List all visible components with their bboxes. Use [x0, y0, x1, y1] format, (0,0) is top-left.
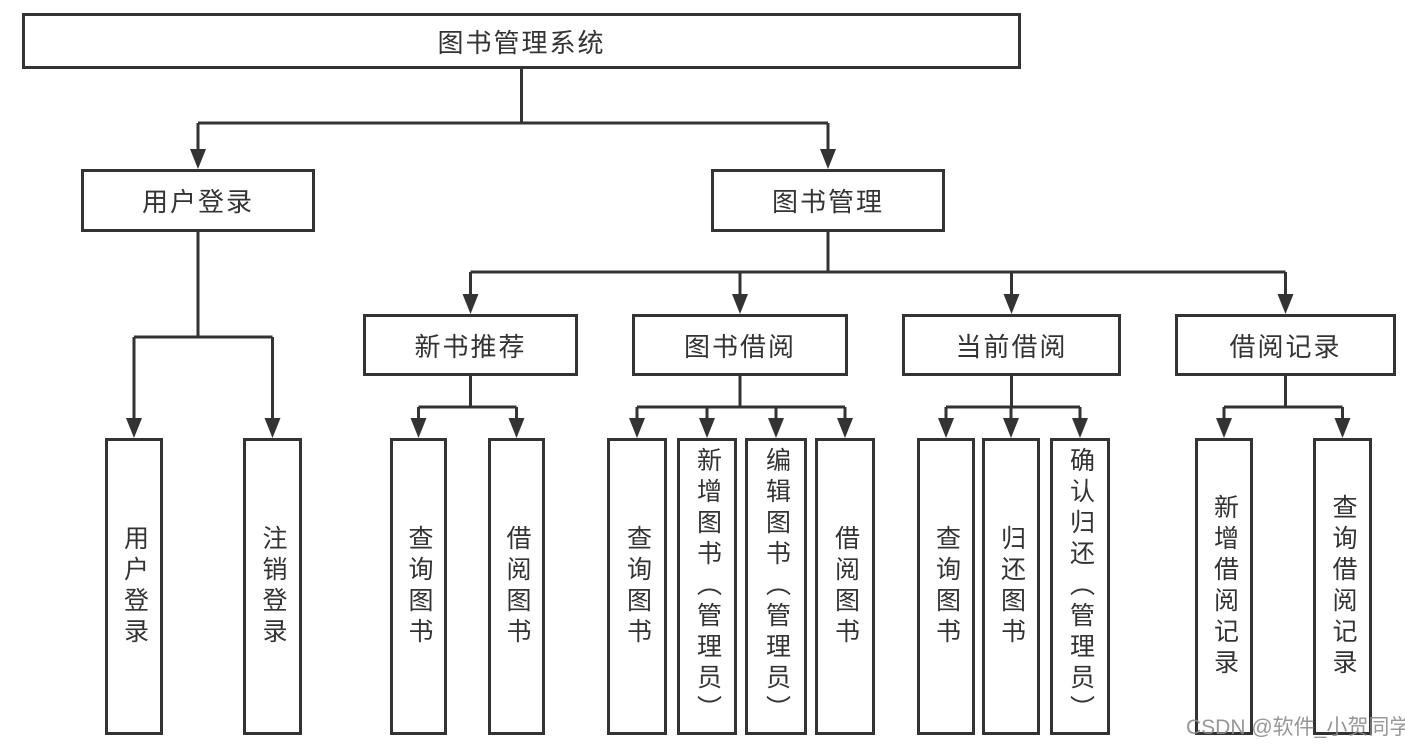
arrowhead-icon: [1072, 418, 1088, 438]
node-ul-logout: 注销登录: [243, 438, 302, 735]
node-label: 编辑图书（管理员）: [762, 447, 791, 726]
node-label: 借阅图书: [503, 524, 531, 649]
node-label: 借阅记录: [1229, 331, 1342, 362]
node-br-add: 新增借阅记录: [1195, 438, 1253, 735]
arrowhead-icon: [820, 149, 836, 169]
node-label: 查询图书: [623, 524, 652, 649]
arrowhead-icon: [1003, 418, 1019, 438]
node-label: 确认归还（管理员）: [1066, 447, 1095, 726]
arrowheads: [126, 149, 1351, 438]
node-nbr-query: 查询图书: [390, 438, 447, 735]
arrowhead-icon: [938, 418, 954, 438]
node-label: 归还图书: [997, 524, 1026, 649]
node-label: 借阅图书: [831, 524, 860, 649]
node-book-borrow: 图书借阅: [632, 314, 848, 376]
arrowhead-icon: [1277, 294, 1294, 314]
node-label: 图书管理系统: [437, 27, 606, 58]
arrowhead-icon: [837, 418, 853, 438]
node-label: 图书管理: [771, 187, 884, 217]
node-cb-return: 归还图书: [982, 438, 1040, 735]
watermark-text: CSDN @软件_小贺同学: [1186, 716, 1405, 739]
node-bb-query: 查询图书: [607, 438, 667, 735]
node-bb-add: 新增图书（管理员）: [677, 438, 737, 735]
node-br-query: 查询借阅记录: [1313, 438, 1372, 735]
arrowhead-icon: [508, 418, 525, 438]
node-nbr-borrow: 借阅图书: [488, 438, 545, 735]
node-new-book-rec: 新书推荐: [363, 314, 578, 376]
node-label: 当前借阅: [955, 331, 1068, 362]
node-label: 新增图书（管理员）: [693, 447, 722, 726]
node-borrow-records: 借阅记录: [1175, 314, 1396, 376]
node-label: 用户登录: [141, 187, 254, 217]
node-user-login: 用户登录: [81, 169, 315, 232]
arrowhead-icon: [768, 418, 784, 438]
arrowhead-icon: [190, 149, 206, 169]
node-label: 查询借阅记录: [1329, 493, 1357, 680]
node-label: 新增借阅记录: [1210, 493, 1239, 680]
node-cb-confirm: 确认归还（管理员）: [1050, 438, 1110, 735]
arrowhead-icon: [629, 418, 645, 438]
arrowhead-icon: [462, 294, 479, 314]
node-label: 用户登录: [120, 524, 149, 649]
node-label: 查询图书: [932, 524, 961, 649]
node-bb-edit: 编辑图书（管理员）: [745, 438, 807, 735]
node-label: 新书推荐: [414, 331, 527, 362]
arrowhead-icon: [1003, 294, 1020, 314]
node-label: 查询图书: [405, 524, 433, 649]
arrowhead-icon: [126, 418, 142, 438]
node-book-mgmt: 图书管理: [711, 169, 945, 232]
arrowhead-icon: [1334, 418, 1351, 438]
arrowhead-icon: [699, 418, 715, 438]
arrowhead-icon: [264, 418, 281, 438]
node-root: 图书管理系统: [22, 13, 1021, 69]
node-label: 图书借阅: [683, 331, 796, 362]
node-bb-borrow: 借阅图书: [815, 438, 875, 735]
node-label: 注销登录: [259, 524, 287, 649]
node-ul-login: 用户登录: [105, 438, 163, 735]
arrowhead-icon: [732, 294, 748, 314]
node-current-borrow: 当前借阅: [902, 314, 1121, 376]
node-cb-query: 查询图书: [917, 438, 975, 735]
arrowhead-icon: [410, 418, 427, 438]
arrowhead-icon: [1216, 418, 1232, 438]
connector-path: [132, 69, 1344, 422]
